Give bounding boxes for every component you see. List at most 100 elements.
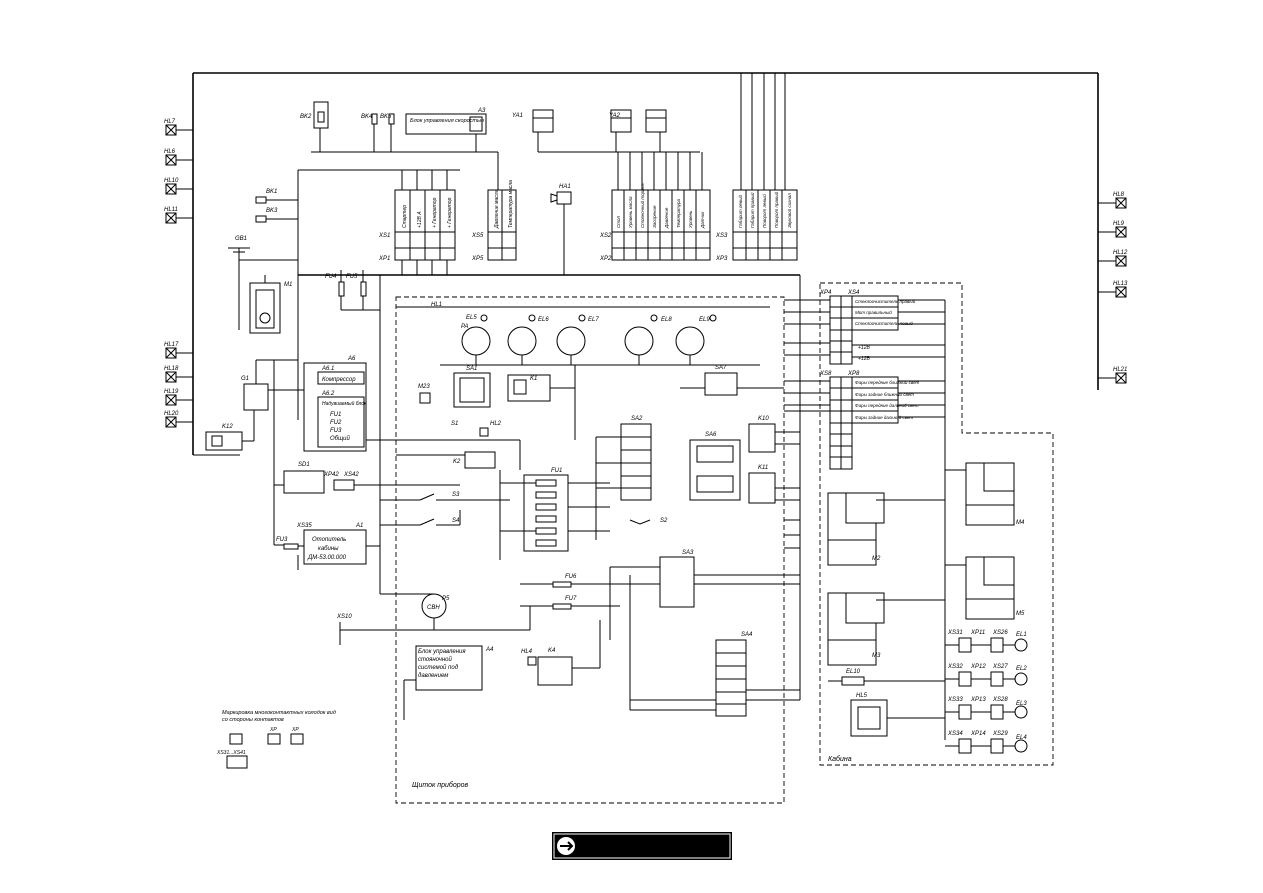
bk5-sensor: BK5 xyxy=(380,113,395,152)
packat-logo: PACKAT xyxy=(552,832,732,861)
svg-text:EL9: EL9 xyxy=(699,317,710,323)
s1-hl2-k2-group: S1 HL2 K2 xyxy=(396,421,521,470)
cab-outline xyxy=(819,282,1054,766)
hl7-label: HL7 xyxy=(164,119,176,125)
svg-text:XS4: XS4 xyxy=(847,290,860,296)
svg-text:SA4: SA4 xyxy=(741,632,753,638)
svg-text:BK2: BK2 xyxy=(300,114,312,120)
xs1-xp1-connector: XS1 XP1 Стартер +12В А + Генератор + Ген… xyxy=(378,170,456,275)
m1-starter: M1 xyxy=(249,275,292,334)
bk1-bk3-sensors: BK1 BK3 xyxy=(255,189,298,223)
a4-label: Блок управления стояночной системой под … xyxy=(418,649,466,679)
svg-text:Звуковой сигнал: Звуковой сигнал xyxy=(786,193,792,228)
hl12-label: HL12 xyxy=(1113,250,1128,256)
g1-generator: G1 xyxy=(241,359,298,411)
svg-text:Давление: Давление xyxy=(664,207,669,229)
svg-text:XS33: XS33 xyxy=(947,697,963,703)
svg-text:кабины: кабины xyxy=(318,546,339,552)
k1-relay: K1 xyxy=(507,365,576,440)
hl21-label: HL21 xyxy=(1113,367,1127,373)
svg-text:GB1: GB1 xyxy=(235,236,247,242)
el4-headlamp: XS34 XP14 XS29 EL4 xyxy=(945,731,1028,754)
svg-text:K1: K1 xyxy=(530,376,537,382)
svg-text:S2: S2 xyxy=(660,518,668,524)
hl13-label: HL13 xyxy=(1113,281,1128,287)
svg-text:HL4: HL4 xyxy=(521,649,533,655)
bk2-sensor: BK2 xyxy=(300,101,329,152)
svg-text:Датчик: Датчик xyxy=(700,211,705,229)
hl4-k4-group: HL4 K4 xyxy=(521,620,601,686)
svg-text:S4: S4 xyxy=(452,518,460,524)
m3-wiper-motor: M3 xyxy=(827,592,885,666)
svg-text:XP3: XP3 xyxy=(715,256,728,262)
svg-text:XS8: XS8 xyxy=(819,371,832,377)
m5-wiper-motor: M5 xyxy=(965,556,1025,620)
svg-text:SA2: SA2 xyxy=(631,416,643,422)
svg-text:FU4: FU4 xyxy=(325,274,337,280)
svg-text:СВН: СВН xyxy=(427,605,440,611)
xs5-xp5-connector: XS5 XP5 Давление масла Температура масла xyxy=(471,180,517,262)
svg-text:XP2: XP2 xyxy=(599,256,612,262)
svg-text:A6.1: A6.1 xyxy=(321,366,334,372)
el2-headlamp: XS32 XP12 XS27 EL2 xyxy=(945,664,1028,687)
svg-text:XP11: XP11 xyxy=(970,630,985,636)
svg-text:A4: A4 xyxy=(485,647,494,653)
instrument-panel-outline xyxy=(395,296,785,804)
s3-s4-switches: S3 S4 xyxy=(380,492,510,526)
svg-text:Компрессор: Компрессор xyxy=(322,377,356,383)
svg-text:HA1: HA1 xyxy=(559,184,571,190)
gauge-row: PA EL5 EL6 EL7 EL8 EL9 HL1 xyxy=(396,302,770,366)
svg-text:Стояночный тормоз: Стояночный тормоз xyxy=(639,183,645,228)
svg-text:Фары задние ближний свет: Фары задние ближний свет xyxy=(855,391,914,397)
svg-text:Фары передние ближний свет: Фары передние ближний свет xyxy=(855,379,920,385)
m4-wiper-motor: M4 xyxy=(965,462,1025,526)
svg-text:XP42: XP42 xyxy=(323,472,339,478)
svg-text:M4: M4 xyxy=(1016,520,1025,526)
hl10-label: HL10 xyxy=(164,178,179,184)
svg-text:XP: XP xyxy=(291,727,299,733)
svg-text:XP12: XP12 xyxy=(970,664,986,670)
svg-text:EL1: EL1 xyxy=(1016,632,1027,638)
hl8-label: HL8 xyxy=(1113,192,1125,198)
right-lamp-group: HL8 HL9 HL12 HL13 HL21 xyxy=(1098,192,1128,384)
svg-text:YA2: YA2 xyxy=(609,113,621,119)
m23-indicator: M23 xyxy=(418,384,431,404)
ya2-valve: YA2 xyxy=(603,109,700,153)
sa6-switch: SA6 xyxy=(689,432,741,501)
connector-legend: Маркировка многоконтактных колодок вид с… xyxy=(216,710,336,769)
svg-text:A1: A1 xyxy=(355,523,363,529)
svg-text:EL7: EL7 xyxy=(588,317,599,323)
svg-text:XS1: XS1 xyxy=(378,233,390,239)
svg-text:BK1: BK1 xyxy=(266,189,277,195)
svg-text:EL5: EL5 xyxy=(466,315,477,321)
a3-speed-control-block: Блок управления скоростью A3 xyxy=(405,108,487,152)
svg-text:M3: M3 xyxy=(872,653,881,659)
svg-text:Надувиаемый блок: Надувиаемый блок xyxy=(322,400,367,407)
svg-text:Фары передние дальний свет: Фары передние дальний свет xyxy=(855,402,919,408)
sa2-switch: SA2 xyxy=(595,416,652,540)
svg-text:K4: K4 xyxy=(548,648,556,654)
svg-text:XS35: XS35 xyxy=(296,523,312,529)
svg-text:A3: A3 xyxy=(477,108,486,114)
svg-text:EL6: EL6 xyxy=(538,317,549,323)
svg-text:XS5: XS5 xyxy=(471,233,484,239)
cab-label: Кабина xyxy=(828,755,852,763)
svg-text:XS3: XS3 xyxy=(715,233,728,239)
gb1-battery: GB1 xyxy=(228,236,298,330)
svg-text:G1: G1 xyxy=(241,376,249,382)
ya1-valve: YA1 xyxy=(512,109,603,153)
k11-relay: K11 xyxy=(748,465,800,504)
svg-text:Засорение: Засорение xyxy=(652,205,657,228)
svg-text:XS31: XS31 xyxy=(947,630,963,636)
xs2-xp2-connector: XS2 XP2 Стоп Уровень масла Стояночный то… xyxy=(599,152,711,262)
a1-cab-heater: A1 Отопитель кабины ДМ-53.00.000 XS35 FU… xyxy=(274,523,380,570)
svg-text:+ Генератор: + Генератор xyxy=(432,197,438,228)
svg-text:M2: M2 xyxy=(872,556,881,562)
svg-text:SA7: SA7 xyxy=(715,365,727,371)
svg-text:XS32: XS32 xyxy=(947,664,963,670)
svg-text:FU5: FU5 xyxy=(346,274,358,280)
xs10-p5-group: XS10 СВН P5 xyxy=(336,275,530,645)
k12-relay: K12 xyxy=(205,410,255,451)
xs4-connector: XP4 XS4 Стеклоочиститель правый Мот прав… xyxy=(819,290,945,365)
